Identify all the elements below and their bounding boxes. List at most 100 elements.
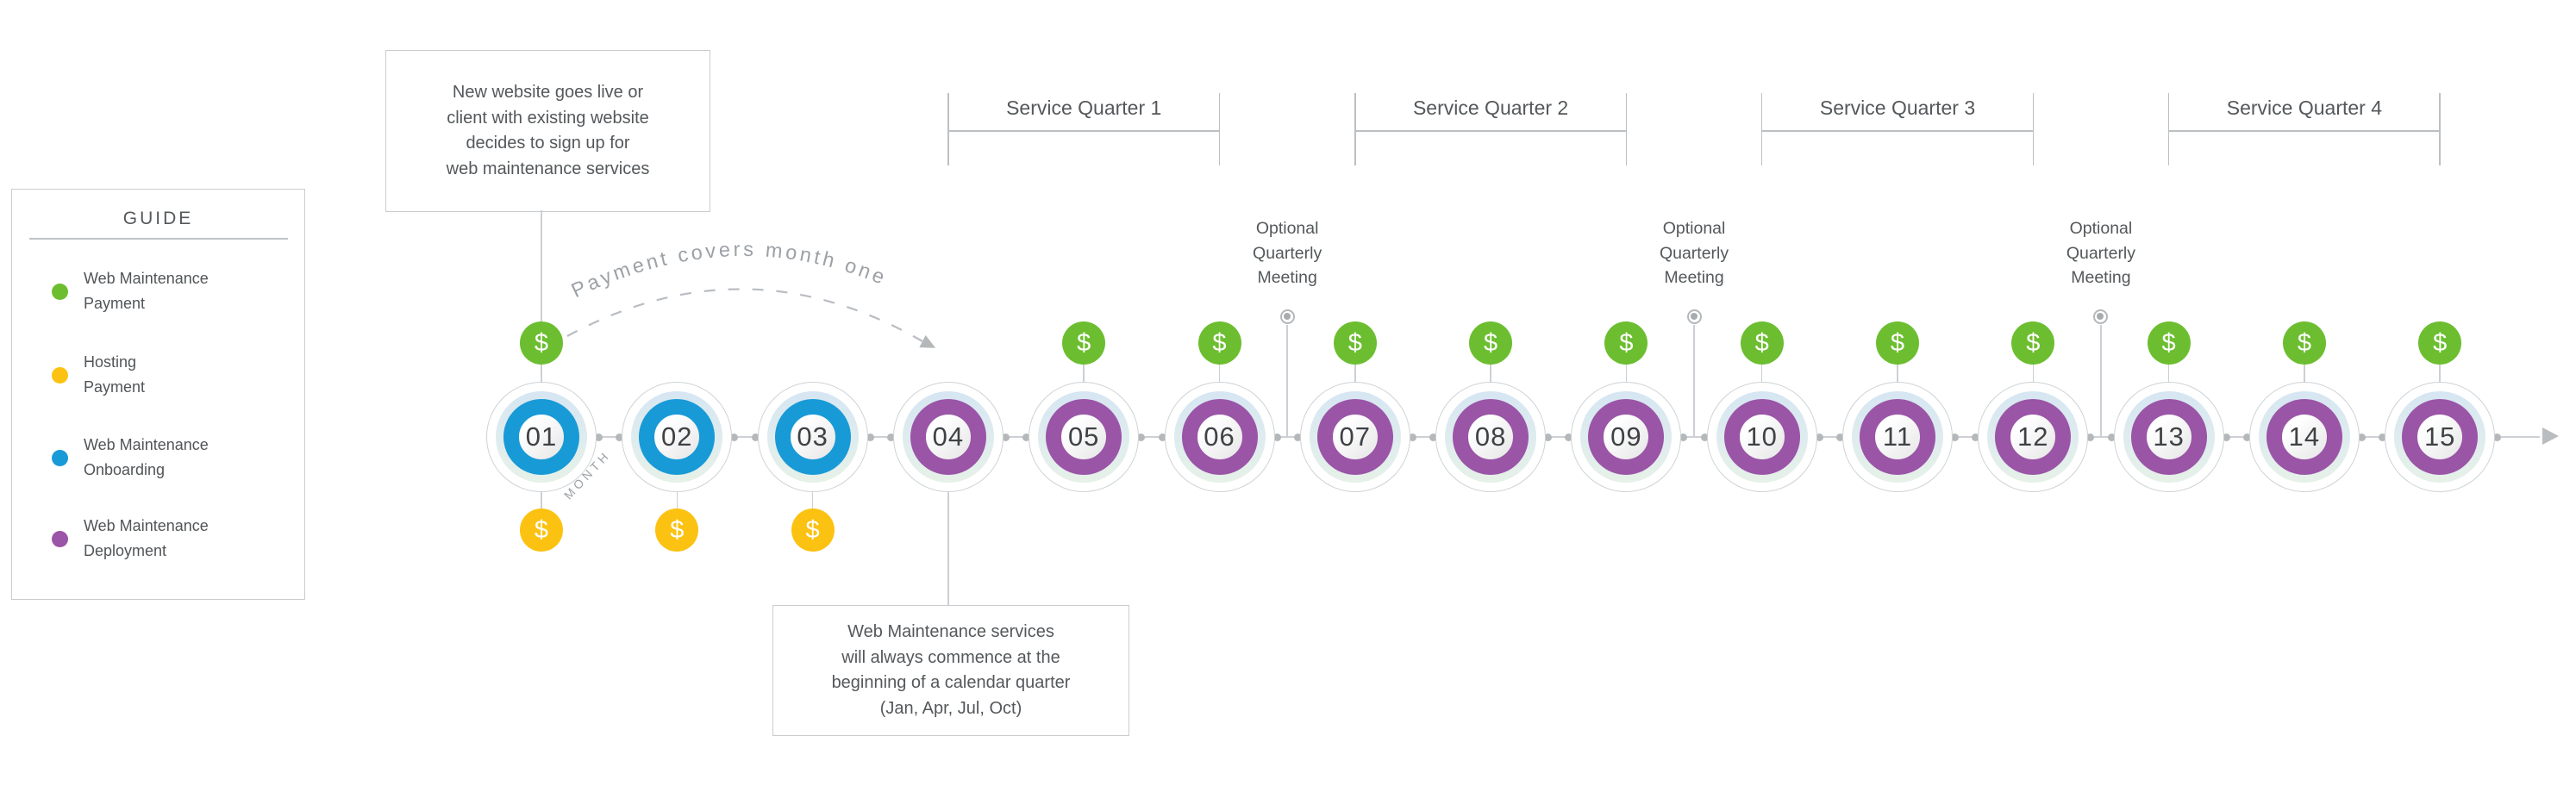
wm-payment-badge: $ <box>2011 321 2055 365</box>
meeting-marker-icon <box>1279 309 1295 324</box>
month-node: 09 <box>1571 382 1682 492</box>
connector-dot <box>1158 433 1166 441</box>
month-ring <box>1860 399 1935 475</box>
connector-dot <box>1565 433 1573 441</box>
commence-note-box: Web Maintenance services will always com… <box>772 605 1129 736</box>
wm-payment-badge: $ <box>2147 321 2191 365</box>
meeting-label-line: Quarterly <box>2066 243 2136 263</box>
start-note-box: New website goes live or client with exi… <box>385 50 710 212</box>
connector-dot <box>1293 433 1302 441</box>
start-note-line: New website goes live or <box>452 83 644 102</box>
meeting-label-line: Optional <box>2069 219 2133 238</box>
connector-dot <box>1022 433 1031 441</box>
connector-dot <box>1972 433 1980 441</box>
connector-dot <box>616 433 624 441</box>
wm-payment-stem <box>1218 362 1221 383</box>
meeting-label-line: Optional <box>1662 219 1726 238</box>
meeting-label-line: Meeting <box>2071 268 2131 287</box>
month-node: 06 <box>1164 382 1275 492</box>
month-node: 10 <box>1706 382 1817 492</box>
connector-dot <box>1836 433 1844 441</box>
meeting-label-line: Quarterly <box>1253 243 1322 263</box>
timeline-end-arrow-icon <box>2542 427 2559 445</box>
connector-line <box>1009 436 1023 438</box>
connector-dot <box>595 433 603 441</box>
meeting-label-line: Meeting <box>1257 268 1317 287</box>
month-number: 06 <box>1204 421 1235 452</box>
connector-dot <box>1408 433 1416 441</box>
quarter-bracket-tick <box>1354 93 1356 165</box>
connector-line <box>602 436 616 438</box>
month-node: 12 <box>1978 382 2089 492</box>
commence-note-line: will always commence at the <box>841 647 1060 667</box>
quarter-bracket-line <box>1761 130 2034 132</box>
connector-line <box>1551 436 1566 438</box>
connector-line <box>737 436 753 438</box>
commence-note-line: Web Maintenance services <box>847 622 1054 641</box>
hosting-payment-badge: $ <box>791 508 835 552</box>
legend-dot-icon <box>52 283 68 300</box>
month-number: 05 <box>1067 421 1100 452</box>
month-ring <box>910 399 986 475</box>
connector-dot <box>2379 433 2387 441</box>
arc-label: Payment covers month one <box>568 238 891 302</box>
meeting-marker-icon <box>2093 309 2109 324</box>
month-node: 13 <box>2113 382 2224 492</box>
guide-item-label-line: Payment <box>84 378 146 396</box>
connector-dot <box>2242 433 2251 441</box>
wm-payment-badge: $ <box>1062 321 1106 365</box>
guide-title: GUIDE <box>122 209 194 228</box>
wm-payment-stem <box>1083 362 1085 383</box>
commence-note-line: (Jan, Apr, Jul, Oct) <box>879 698 1022 718</box>
wm-payment-badge: $ <box>1740 321 1784 365</box>
arc-arrowhead-icon <box>919 334 936 348</box>
connector-line <box>2365 436 2379 438</box>
connector-dot <box>1001 433 1010 441</box>
month-number: 13 <box>2153 421 2185 452</box>
month-node: 07 <box>1299 382 1410 492</box>
connector-dot <box>751 433 760 441</box>
start-note-line: decides to sign up for <box>466 134 630 153</box>
connector-dot <box>1815 433 1823 441</box>
arc-dashed-path <box>566 288 923 342</box>
quarter-bracket-tick <box>1218 93 1221 165</box>
month-number: 03 <box>797 421 828 452</box>
connector-dot <box>2107 433 2116 441</box>
legend-dot-icon <box>52 449 68 466</box>
wm-payment-stem <box>1490 362 1491 383</box>
month-number: 12 <box>2017 421 2049 452</box>
connector-dot <box>886 433 895 441</box>
start-note-line: web maintenance services <box>446 159 650 178</box>
wm-payment-stem <box>2304 362 2305 383</box>
connector-dot <box>1700 433 1709 441</box>
month-number: 02 <box>661 421 693 452</box>
month-number: 01 <box>525 421 558 452</box>
wm-payment-stem <box>2439 362 2441 383</box>
month-node: 08 <box>1435 382 1547 492</box>
guide-item-label-line: Web Maintenance <box>84 517 209 534</box>
wm-payment-badge: $ <box>1197 321 1241 365</box>
guide-item-label-line: Hosting <box>84 353 137 371</box>
connector-dot <box>730 433 739 441</box>
month-ring <box>1995 399 2072 475</box>
connector-line <box>2229 436 2244 438</box>
wm-payment-stem <box>2167 362 2170 383</box>
wm-payment-badge: $ <box>1469 321 1513 365</box>
hosting-payment-stem <box>676 491 678 509</box>
quarter-bracket-tick <box>1760 93 1763 165</box>
hosting-payment-stem <box>541 491 542 509</box>
connector-line <box>1416 436 1430 438</box>
wm-payment-badge: $ <box>2282 321 2326 365</box>
month-node: 15 <box>2385 382 2496 492</box>
guide-item-label-line: Deployment <box>84 542 167 559</box>
connector-dot <box>2086 433 2095 441</box>
wm-payment-stem <box>1760 362 1763 383</box>
month-number: 04 <box>932 421 965 452</box>
meeting-label-line: Meeting <box>1664 268 1724 287</box>
